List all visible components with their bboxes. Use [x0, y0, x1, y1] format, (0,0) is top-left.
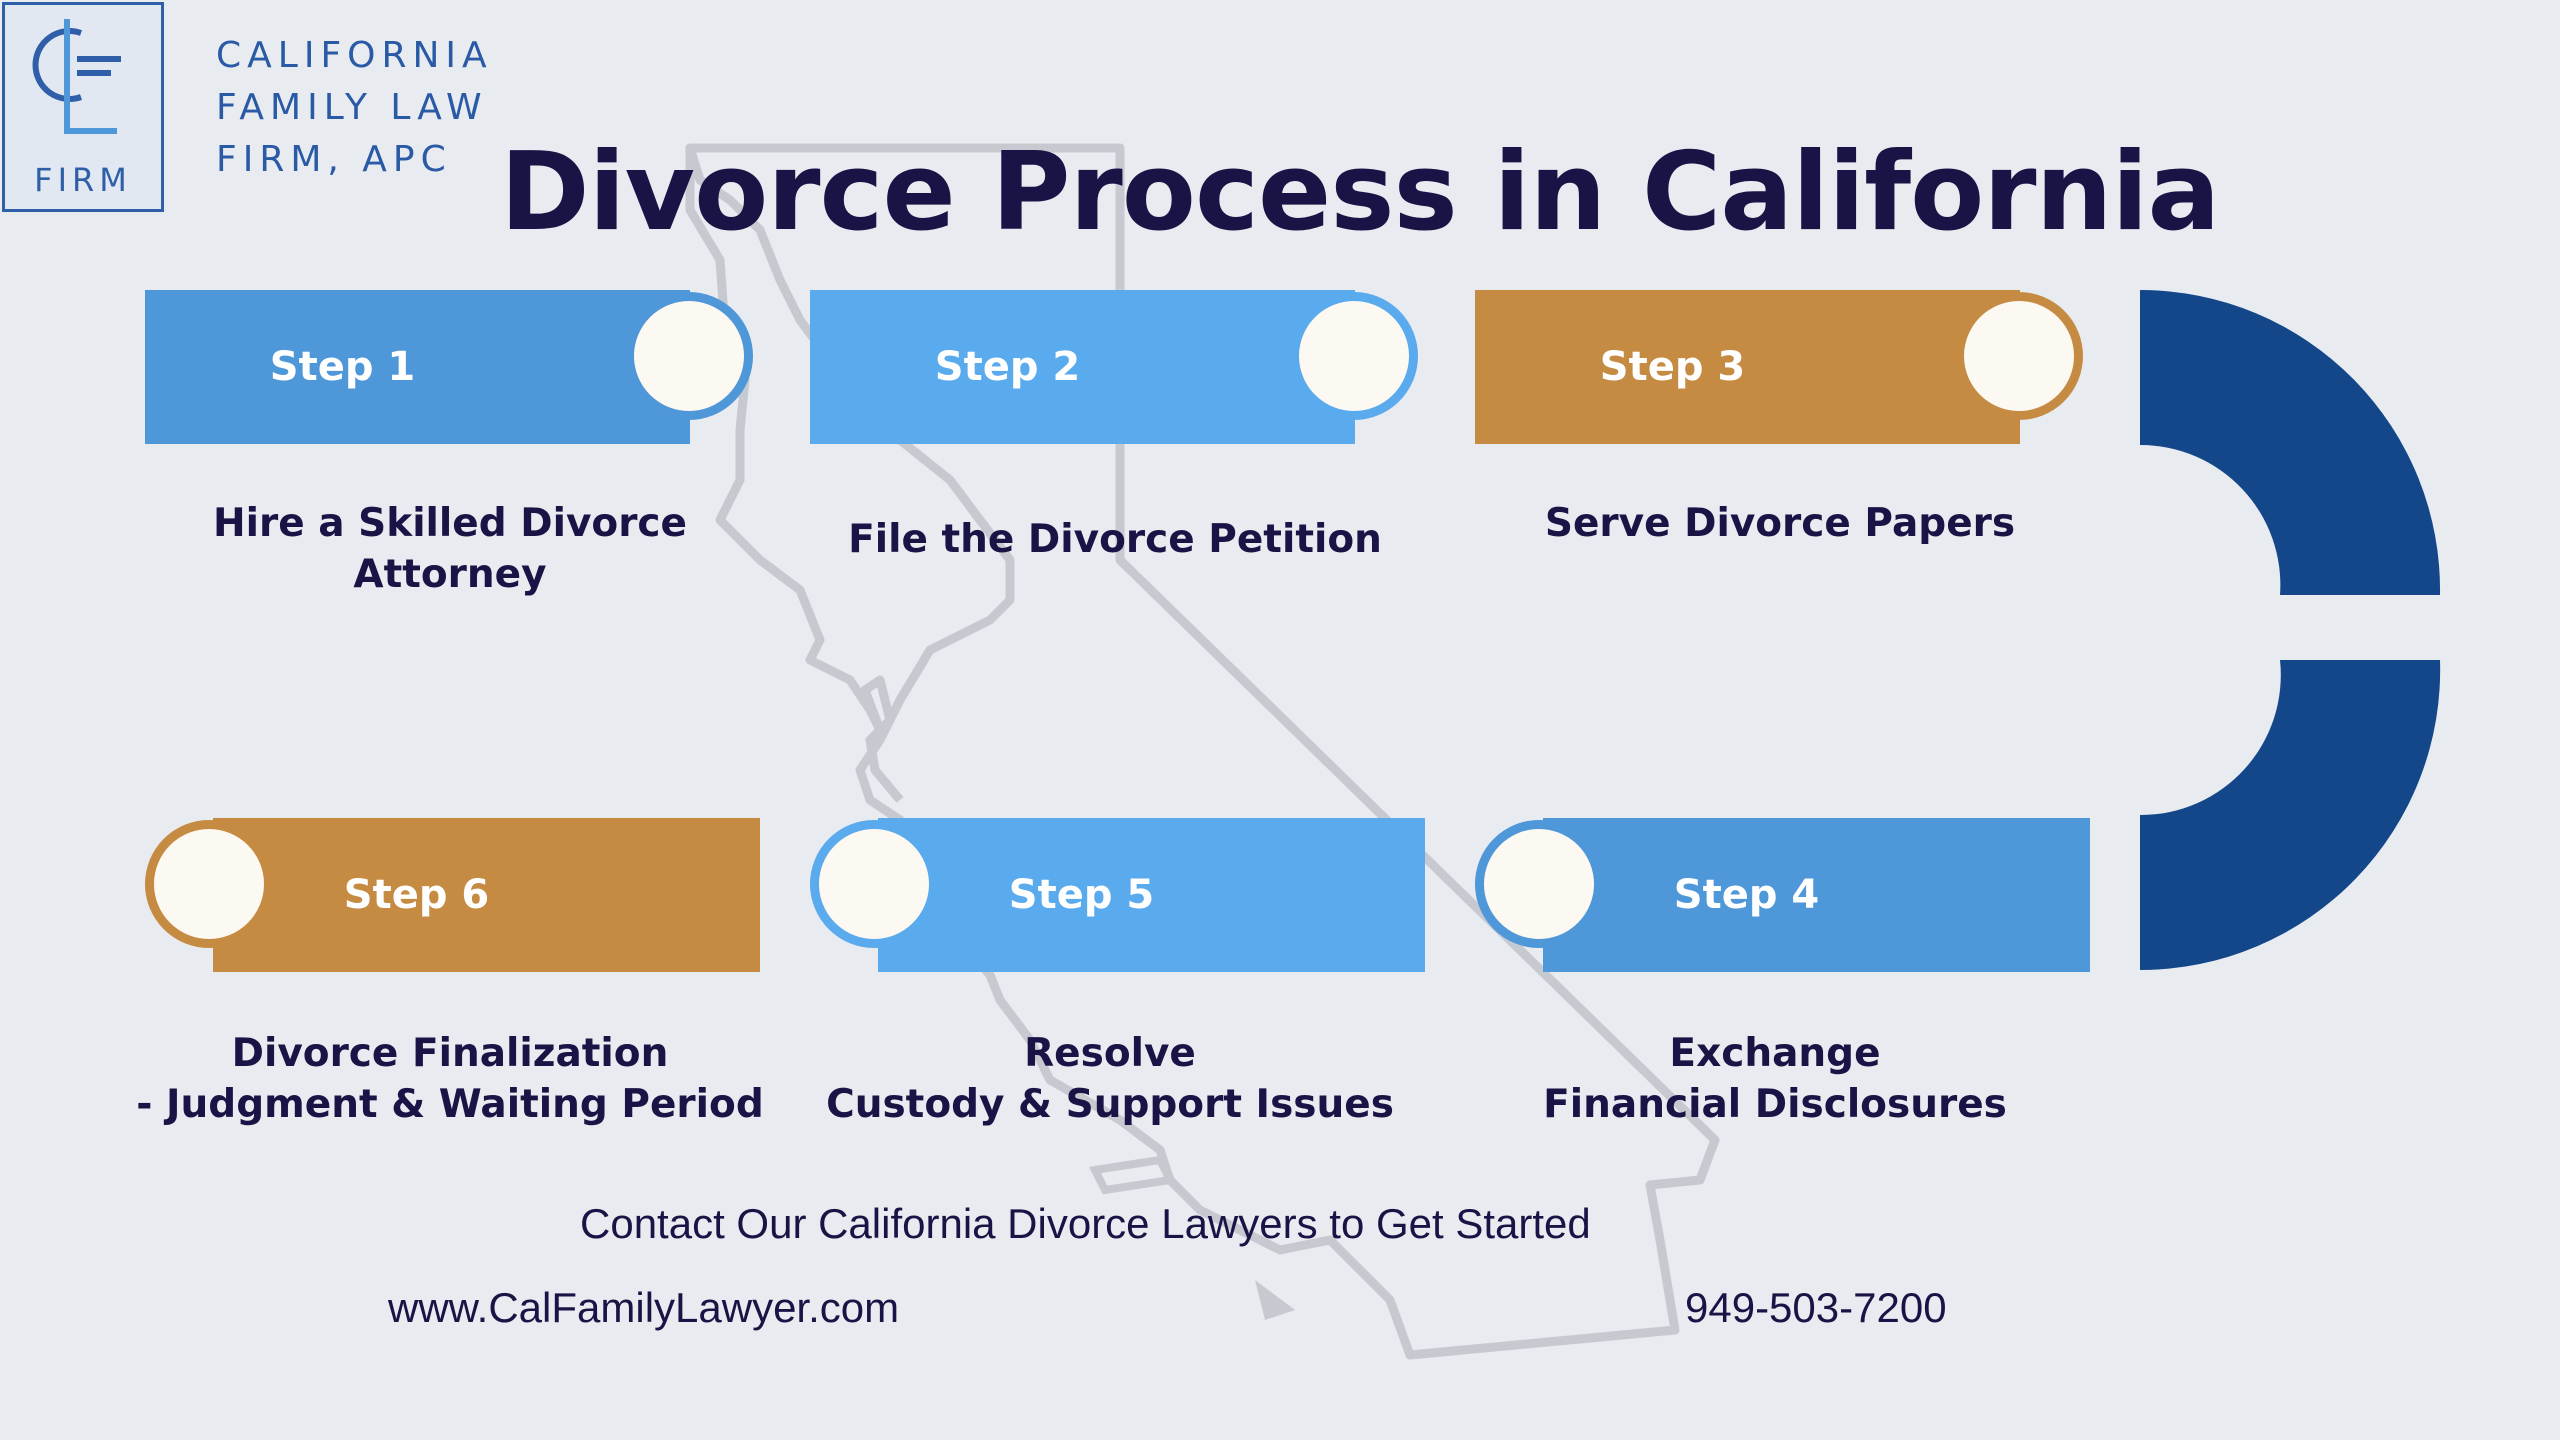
step-1-fill: Step 1 [145, 290, 690, 444]
step-3-bar: Step 3 [1475, 290, 2090, 444]
step-5-label: Step 5 [1008, 872, 1155, 918]
step-3-description: Serve Divorce Papers [1480, 498, 2080, 549]
step-4-description-line-1: Exchange [1669, 1031, 1881, 1076]
step-4-circle [1475, 820, 1603, 948]
step-3-circle [1955, 292, 2083, 420]
logo-firm-text: FIRM [34, 161, 132, 199]
step-5-bar: Step 5 [810, 818, 1425, 972]
cfl-monogram-icon [32, 19, 121, 134]
step-4-description-line-2: Financial Disclosures [1543, 1082, 2007, 1127]
step-2-description: File the Divorce Petition [815, 514, 1415, 565]
step-2-fill: Step 2 [810, 290, 1355, 444]
step-5-description-line-2: Custody & Support Issues [826, 1082, 1394, 1127]
step-1-bar: Step 1 [145, 290, 760, 444]
step-6-description-line-2: - Judgment & Waiting Period [136, 1082, 764, 1127]
connector-arc [2140, 290, 2441, 971]
website-link[interactable]: www.CalFamilyLawyer.com [388, 1284, 900, 1331]
step-4-bar: Step 4 [1475, 818, 2090, 972]
step-1-circle [625, 292, 753, 420]
step-6-label: Step 6 [343, 872, 490, 918]
firm-logo: FIRM [2, 2, 164, 212]
step-2-circle [1290, 292, 1418, 420]
step-5-fill: Step 5 [878, 818, 1425, 972]
step-4-label: Step 4 [1673, 872, 1820, 918]
step-4-description: Exchange Financial Disclosures [1475, 1028, 2075, 1130]
step-6-circle [145, 820, 273, 948]
phone-number[interactable]: 949-503-7200 [1685, 1284, 1947, 1331]
step-3-description-line-1: Serve Divorce Papers [1544, 501, 2016, 546]
page-title: Divorce Process in California [500, 130, 2220, 255]
step-5-description-line-1: Resolve [1024, 1031, 1196, 1076]
step-1-label: Step 1 [269, 344, 416, 390]
step-5-description: Resolve Custody & Support Issues [810, 1028, 1410, 1130]
step-6-description-line-1: Divorce Finalization [231, 1031, 669, 1076]
firm-name-line-2: FAMILY LAW [216, 87, 488, 128]
step-5-circle [810, 820, 938, 948]
step-6-bar: Step 6 [145, 818, 760, 972]
step-1-description-line-2: Attorney [353, 552, 547, 597]
step-2-description-line-1: File the Divorce Petition [848, 517, 1382, 562]
step-6-fill: Step 6 [213, 818, 760, 972]
firm-name-line-1: CALIFORNIA [216, 35, 493, 76]
firm-name-line-3: FIRM, APC [216, 139, 452, 180]
connector-arc-bottom [2140, 660, 2441, 971]
contact-heading: Contact Our California Divorce Lawyers t… [580, 1200, 1591, 1247]
step-3-fill: Step 3 [1475, 290, 2020, 444]
step-1-description: Hire a Skilled Divorce Attorney [150, 498, 750, 600]
firm-name: CALIFORNIA FAMILY LAW FIRM, APC [216, 30, 493, 186]
step-4-fill: Step 4 [1543, 818, 2090, 972]
connector-arc-top [2140, 290, 2441, 595]
step-2-label: Step 2 [934, 344, 1081, 390]
step-2-bar: Step 2 [810, 290, 1425, 444]
step-1-description-line-1: Hire a Skilled Divorce [213, 501, 687, 546]
step-3-label: Step 3 [1599, 344, 1746, 390]
step-6-description: Divorce Finalization - Judgment & Waitin… [130, 1028, 770, 1130]
